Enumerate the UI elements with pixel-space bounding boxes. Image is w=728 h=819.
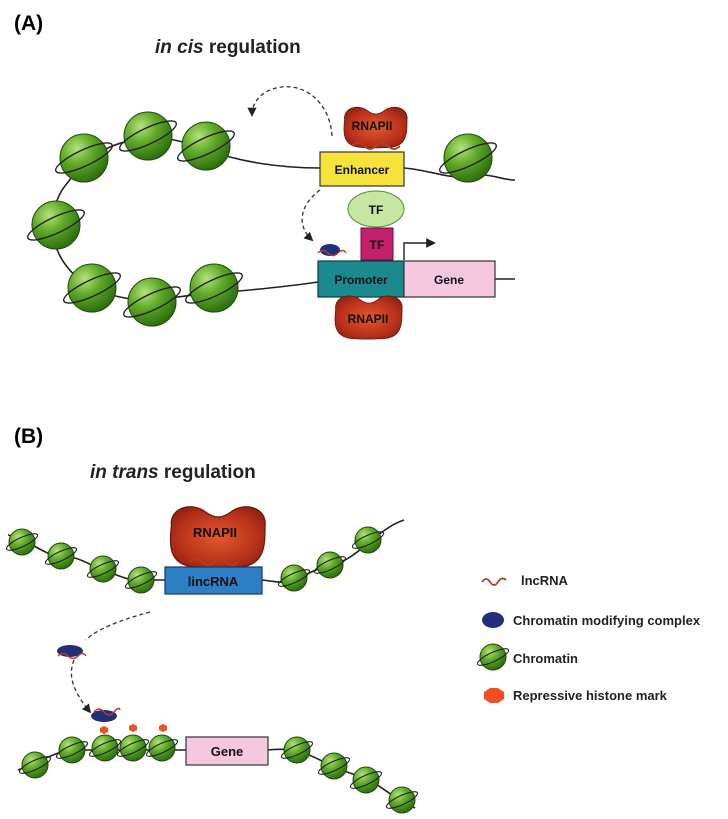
repressive-histone-mark-icon <box>484 688 504 703</box>
lincrna-box <box>164 566 263 595</box>
cis-dashed-arrow-lower <box>301 189 321 242</box>
nucleosome-icon <box>276 564 312 592</box>
tf-top-label: TF <box>369 203 384 217</box>
enhancer-box <box>319 151 405 187</box>
nucleosome-icon <box>51 133 117 183</box>
nucleosome-icon <box>43 542 79 570</box>
trans-dashed-arrow <box>70 611 151 712</box>
nucleosome-icon <box>316 752 352 780</box>
tf-bottom-box <box>360 227 394 261</box>
enhancer-label: Enhancer <box>335 163 390 177</box>
nucleosome-icon <box>4 528 40 556</box>
chromatin-nucleosome-icon <box>475 643 511 671</box>
nucleosome-icon <box>181 263 247 313</box>
repressive-histone-mark-icon <box>129 724 137 732</box>
nucleosome-icon <box>54 736 90 764</box>
legend-label-repressive: Repressive histone mark <box>513 688 668 703</box>
gene-label-b: Gene <box>211 744 244 759</box>
nucleosome-icon <box>85 555 121 583</box>
nucleosome-icon <box>17 751 53 779</box>
legend-label-lncrna: lncRNA <box>521 573 569 588</box>
chromatin-modifying-complex-icon <box>482 612 504 628</box>
legend: lncRNA Chromatin modifying complex Chrom… <box>475 573 701 703</box>
nucleosome-icon <box>279 736 315 764</box>
nucleosome-icon <box>350 526 386 554</box>
nucleosome-icon <box>144 734 180 762</box>
gene-label-a: Gene <box>434 273 464 287</box>
lncrna-squiggle-icon <box>57 652 87 660</box>
nucleosome-icon <box>173 121 239 171</box>
promoter-label: Promoter <box>334 273 388 287</box>
lncrna-squiggle-icon <box>317 249 347 257</box>
nucleosome-icon <box>348 766 384 794</box>
nucleosome-icon <box>312 551 348 579</box>
gene-box-b <box>185 736 269 766</box>
rnapii-bottom-label: RNAPII <box>348 312 389 326</box>
tf-bottom-label: TF <box>370 238 385 252</box>
panel-a-title: in cis regulation <box>155 37 301 58</box>
gene-box-a <box>403 260 496 298</box>
transcription-start-arrow <box>403 238 436 260</box>
lncrna-squiggle-icon <box>481 577 507 586</box>
panel-a-label: (A) <box>14 12 43 35</box>
nucleosome-icon <box>87 734 123 762</box>
nucleosome-icon <box>115 111 181 161</box>
nucleosome-icon <box>123 566 159 594</box>
legend-label-chromatin: Chromatin <box>513 651 578 666</box>
nucleosome-icon <box>115 734 151 762</box>
repressive-histone-mark-icon <box>159 724 167 732</box>
nucleosome-icon <box>384 786 420 814</box>
chromatin-modifying-complex-icon <box>91 710 117 722</box>
tf-top-shape <box>347 190 405 228</box>
lncrna-squiggle-icon <box>189 558 239 566</box>
lincrna-label: lincRNA <box>188 574 239 589</box>
panel-b-title: in trans regulation <box>90 462 256 483</box>
nucleosome-icon <box>23 200 89 250</box>
lncrna-squiggle-icon <box>93 707 121 716</box>
chromatin-modifying-complex-icon <box>320 244 340 256</box>
rnapii-b-label: RNAPII <box>193 525 237 540</box>
panel-b-label: (B) <box>14 425 43 448</box>
rnapii-top-label: RNAPII <box>352 119 393 133</box>
legend-label-complex: Chromatin modifying complex <box>513 613 701 628</box>
lncrna-squiggle-icon <box>351 142 401 150</box>
nucleosome-icon <box>119 277 185 327</box>
repressive-histone-mark-icon <box>100 726 108 734</box>
cis-dashed-arrow-top <box>247 86 333 137</box>
